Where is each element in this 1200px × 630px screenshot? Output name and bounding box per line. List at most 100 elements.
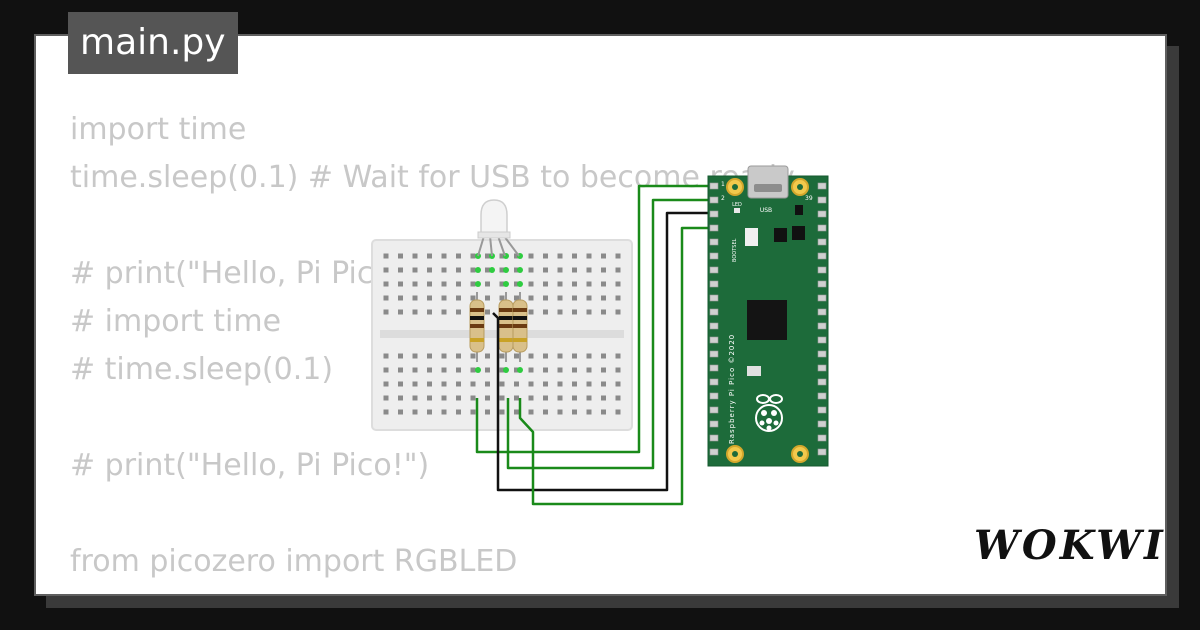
breadboard-hole (543, 395, 548, 401)
breadboard-hole (572, 367, 577, 373)
breadboard-hole (412, 309, 418, 315)
bootsel-button[interactable] (745, 228, 758, 246)
connection-point (517, 281, 523, 287)
header-pin (709, 308, 719, 316)
header-pin (709, 224, 719, 232)
connection-point (475, 281, 481, 287)
breadboard-hole (557, 367, 563, 373)
header-pin (709, 210, 719, 218)
header-pin (817, 364, 827, 372)
breadboard-hole (514, 395, 519, 401)
led-indicator (734, 208, 740, 213)
breadboard-hole (528, 395, 534, 401)
wire-green-2 (506, 198, 716, 470)
connection-point (475, 267, 481, 273)
header-pin (709, 350, 719, 358)
resistors[interactable] (469, 292, 528, 362)
breadboard-hole (456, 353, 461, 359)
breadboard-hole (412, 253, 418, 259)
breadboard-hole (456, 309, 461, 315)
breadboard-hole (456, 253, 461, 259)
code-line-5: # import time (70, 304, 282, 339)
header-pin (709, 406, 719, 414)
breadboard-hole (514, 367, 519, 373)
wire-green-1 (475, 184, 716, 454)
breadboard-hole (601, 395, 606, 401)
breadboard-hole (485, 409, 490, 415)
header-pin (709, 280, 719, 288)
breadboard-hole (499, 353, 505, 359)
header-pin (817, 224, 827, 232)
breadboard-hole (586, 281, 592, 287)
header-pin (709, 336, 719, 344)
breadboard-hole (485, 381, 490, 387)
breadboard-hole (572, 267, 577, 273)
breadboard-hole (586, 409, 592, 415)
breadboard-hole (615, 367, 621, 373)
pin-39-label: 39 (805, 195, 813, 202)
header-pin (709, 294, 719, 302)
breadboard-hole (615, 281, 621, 287)
breadboard-hole (398, 381, 403, 387)
breadboard-hole (499, 409, 505, 415)
breadboard-hole (441, 381, 447, 387)
header-pin (817, 238, 827, 246)
header-pin (709, 182, 719, 190)
breadboard-hole (441, 267, 447, 273)
breadboard-hole (572, 295, 577, 301)
breadboard-hole (601, 281, 606, 287)
breadboard-hole (485, 395, 490, 401)
header-pin (817, 196, 827, 204)
breadboard-hole (557, 295, 563, 301)
breadboard-hole (557, 253, 563, 259)
breadboard-hole (499, 295, 505, 301)
wires (475, 184, 716, 506)
breadboard-hole (601, 409, 606, 415)
breadboard-hole (514, 381, 519, 387)
breadboard-hole (586, 395, 592, 401)
rgb-led[interactable] (477, 199, 520, 257)
breadboard-hole (427, 309, 432, 315)
breadboard-hole (499, 395, 505, 401)
breadboard-hole (383, 395, 389, 401)
breadboard-hole (572, 353, 577, 359)
breadboard-hole (441, 281, 447, 287)
breadboard-hole (543, 281, 548, 287)
breadboard-hole (499, 281, 505, 287)
usb-port-icon (747, 165, 789, 199)
header-pin (709, 392, 719, 400)
breadboard-hole (485, 281, 490, 287)
connection-point (517, 267, 523, 273)
breadboard-hole (615, 381, 621, 387)
breadboard-hole (572, 309, 577, 315)
breadboard-hole (601, 367, 606, 373)
breadboard-hole (427, 409, 432, 415)
header-pin (817, 406, 827, 414)
header-pin (709, 196, 719, 204)
breadboard-hole (557, 409, 563, 415)
breadboard-hole (383, 409, 389, 415)
breadboard-hole (528, 367, 534, 373)
header-pin (817, 336, 827, 344)
breadboard-hole (398, 353, 403, 359)
header-pin (817, 434, 827, 442)
file-tab-main-py[interactable]: main.py (68, 12, 238, 74)
code-line-6: # time.sleep(0.1) (70, 352, 334, 387)
breadboard-hole (528, 295, 534, 301)
raspberry-logo-icon (755, 394, 783, 432)
breadboard-hole (557, 381, 563, 387)
breadboard-hole (456, 409, 461, 415)
breadboard-hole (398, 395, 403, 401)
breadboard-hole (383, 281, 389, 287)
usb-label: USB (760, 207, 772, 214)
breadboard-hole (485, 367, 490, 373)
breadboard-hole (383, 295, 389, 301)
rp2040-chip (747, 300, 787, 340)
header-pin (817, 308, 827, 316)
connection-point (503, 267, 509, 273)
breadboard-hole (572, 409, 577, 415)
raspberry-pi-pico-board[interactable]: USB LED 1 2 39 BOOTSEL Raspberry Pi Pico… (707, 165, 829, 467)
breadboard-hole (543, 353, 548, 359)
